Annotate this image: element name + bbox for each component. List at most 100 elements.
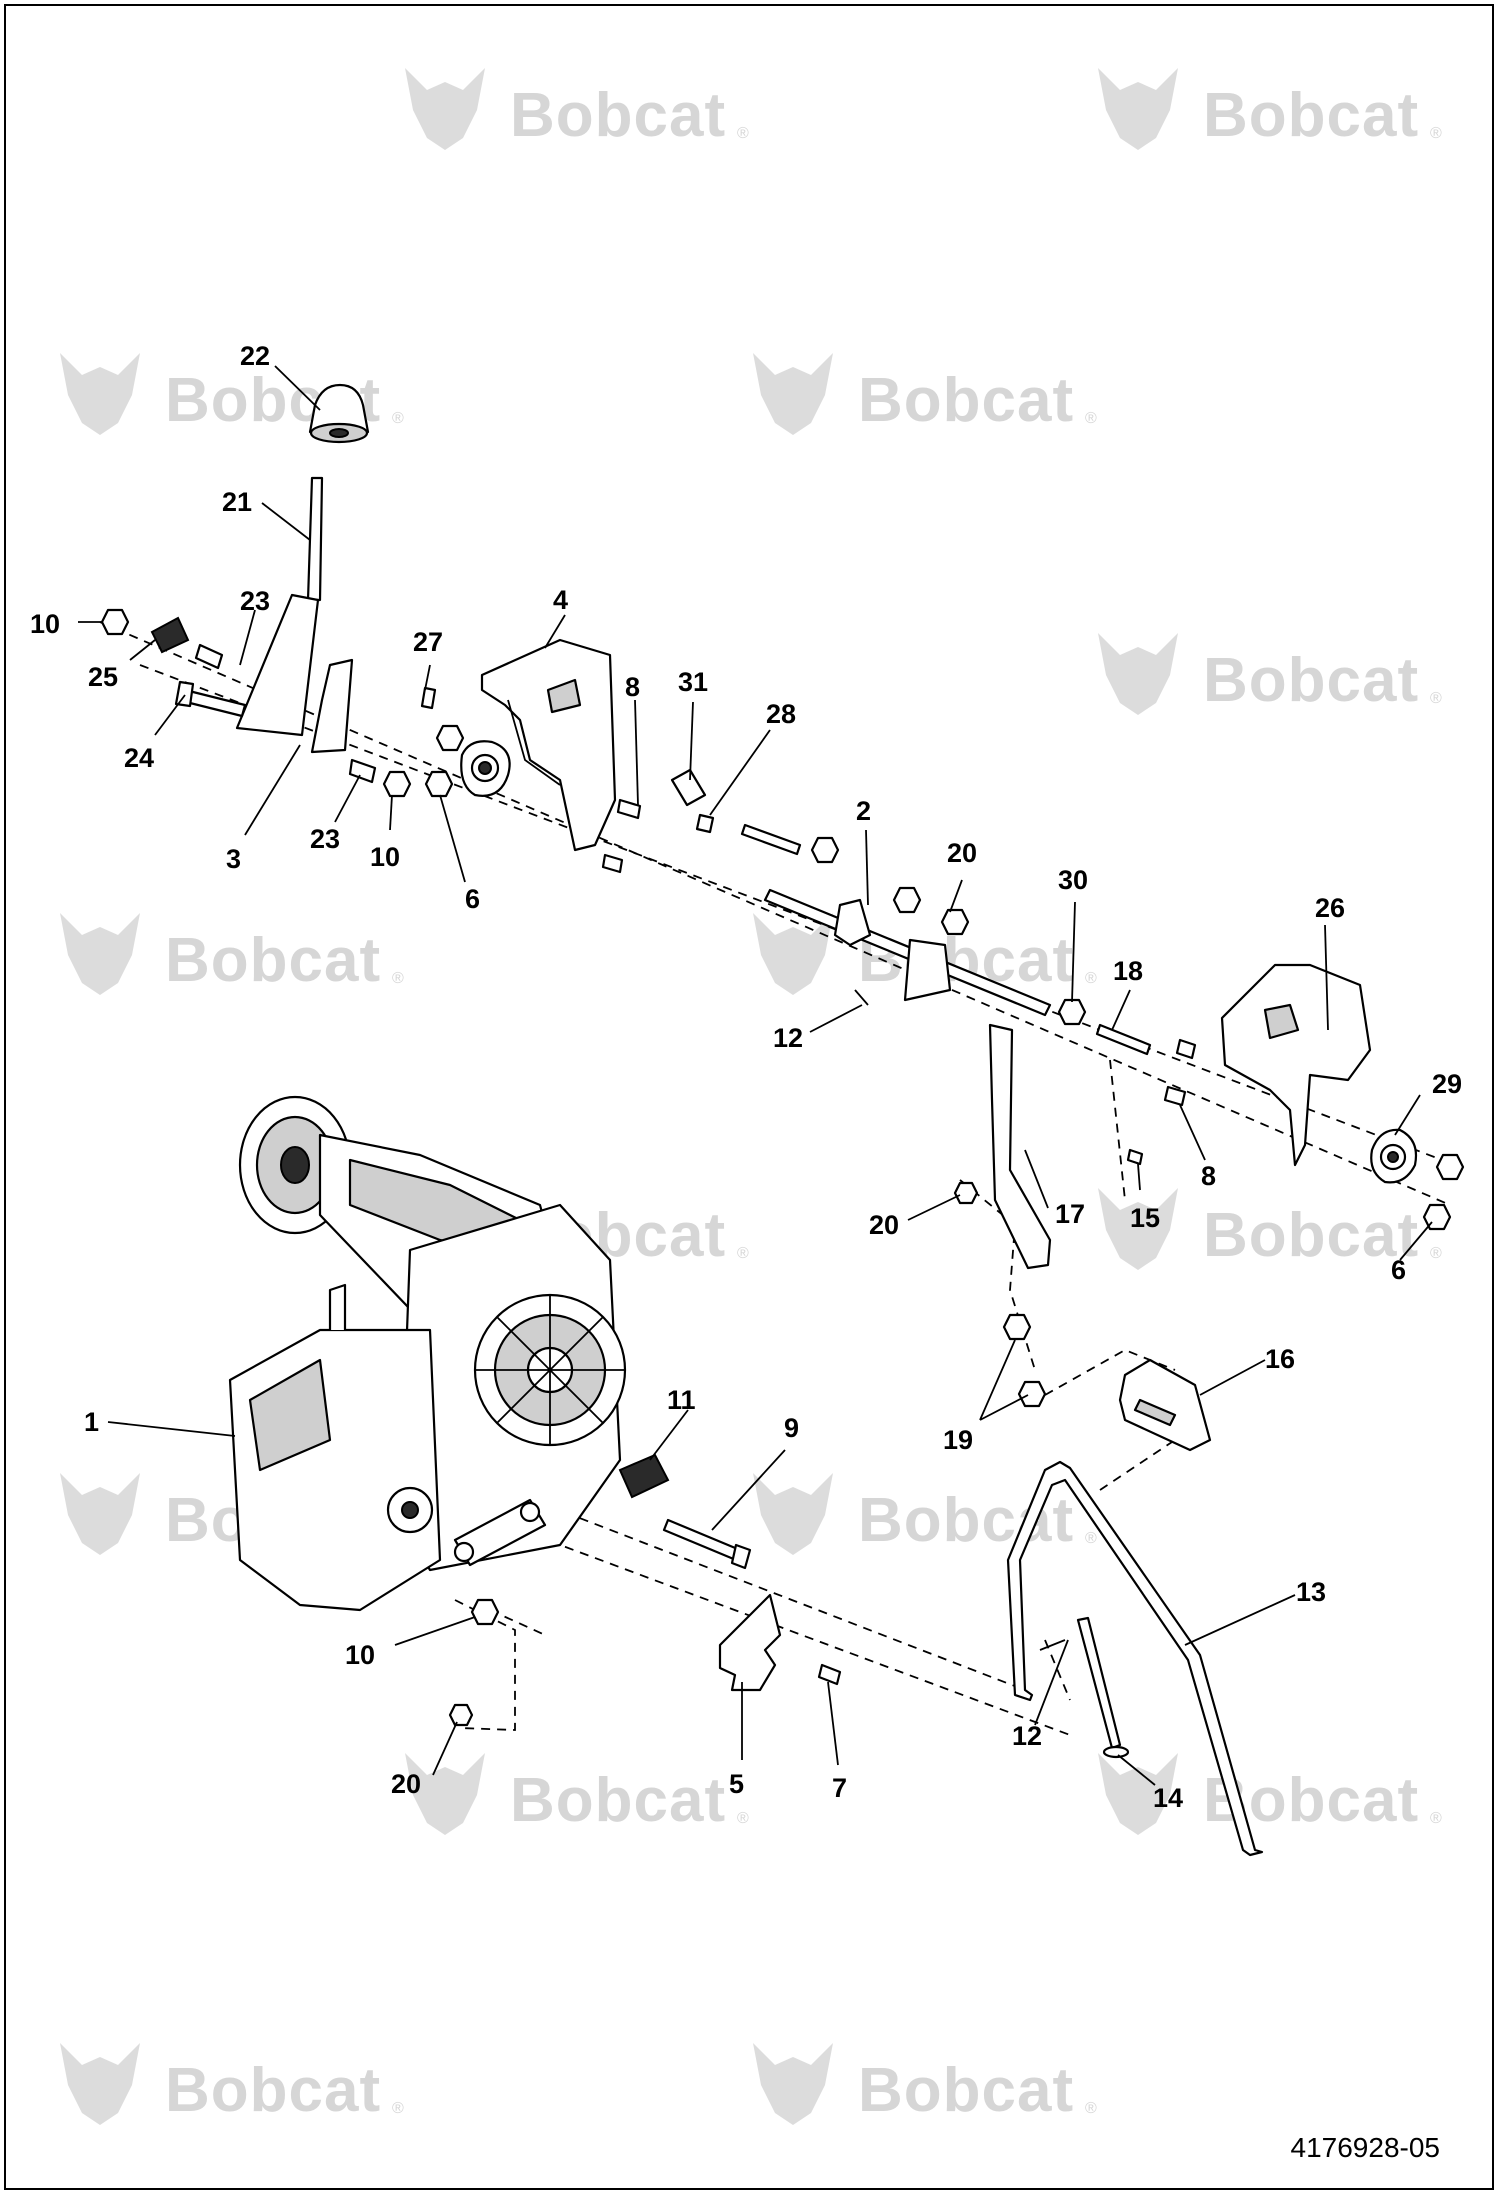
watermark-text: Bobcat — [165, 926, 381, 995]
callout-6: 6 — [1391, 1255, 1406, 1285]
watermark: Bobcat ® — [405, 1753, 749, 1835]
callout-22: 22 — [240, 341, 270, 371]
watermark-registered-mark: ® — [737, 1245, 749, 1262]
watermark-registered-mark: ® — [1430, 1810, 1442, 1827]
callout-7: 7 — [832, 1773, 847, 1803]
callout-8: 8 — [625, 672, 640, 702]
watermark-registered-mark: ® — [392, 970, 404, 987]
document-number: 4176928-05 — [1290, 2132, 1440, 2163]
callout-21: 21 — [222, 487, 252, 517]
pin-rod[interactable] — [1076, 1616, 1130, 1759]
watermark-registered-mark: ® — [737, 125, 749, 142]
bobcat-logo-icon — [60, 1473, 140, 1555]
bobcat-logo-icon — [1098, 68, 1178, 150]
flange-bearing-upper[interactable] — [460, 740, 511, 797]
callout-24: 24 — [124, 743, 154, 773]
callout-31: 31 — [678, 667, 708, 697]
callout-20: 20 — [947, 838, 977, 868]
bobcat-logo-icon — [60, 353, 140, 435]
support-bracket[interactable] — [1118, 1358, 1212, 1452]
callout-25: 25 — [88, 662, 118, 692]
watermark: Bobcat ® — [405, 68, 749, 150]
hardware[interactable] — [100, 608, 1465, 1727]
linkage-plate[interactable] — [718, 1593, 782, 1692]
leader-lines — [78, 365, 1433, 1786]
callout-15: 15 — [1130, 1203, 1160, 1233]
callout-4: 4 — [553, 585, 568, 615]
linkage-rod[interactable] — [1006, 1460, 1264, 1857]
watermark-text: Bobcat — [858, 366, 1074, 435]
callout-11: 11 — [667, 1385, 696, 1415]
callout-5: 5 — [729, 1769, 744, 1799]
watermark: Bobcat ® — [1098, 633, 1442, 715]
watermark-text: Bobcat — [1203, 646, 1419, 715]
callout-1: 1 — [84, 1407, 99, 1437]
watermark-registered-mark: ® — [1085, 1530, 1097, 1547]
callout-labels: 22 21 10 23 25 24 2 7 4 8 31 28 3 23 10 6… — [30, 341, 1462, 1813]
callout-13: 13 — [1296, 1577, 1326, 1607]
transaxle-assembly[interactable] — [228, 1095, 627, 1612]
watermark-text: Bobcat — [1203, 81, 1419, 150]
callout-23: 23 — [240, 586, 270, 616]
callout-16: 16 — [1265, 1344, 1295, 1374]
callout-12: 12 — [773, 1023, 803, 1053]
callout-29: 29 — [1432, 1069, 1462, 1099]
watermark: Bobcat ® — [60, 913, 404, 995]
watermark: Bobcat® — [1098, 1753, 1442, 1835]
watermark-registered-mark: ® — [1085, 410, 1097, 427]
callout-10: 10 — [30, 609, 60, 639]
watermark-text: Bobcat — [510, 1766, 726, 1835]
callout-10: 10 — [345, 1640, 375, 1670]
watermark-text: Bobcat — [858, 926, 1074, 995]
bobcat-logo-icon — [753, 1473, 833, 1555]
callout-20: 20 — [869, 1210, 899, 1240]
watermark-registered-mark: ® — [1430, 1245, 1442, 1262]
bobcat-logo-icon — [753, 2043, 833, 2125]
bobcat-logo-icon — [1098, 1188, 1178, 1270]
bobcat-logo-icon — [60, 913, 140, 995]
watermark: Bobcat ® — [753, 353, 1097, 435]
callout-23: 23 — [310, 824, 340, 854]
shift-lever[interactable] — [235, 476, 324, 737]
watermark-registered-mark: ® — [392, 2100, 404, 2117]
bobcat-logo-icon — [60, 2043, 140, 2125]
watermark-registered-mark: ® — [737, 1810, 749, 1827]
diagram-frame — [4, 4, 1494, 2190]
watermark-registered-mark: ® — [1430, 690, 1442, 707]
bobcat-logo-icon — [753, 353, 833, 435]
bobcat-logo-icon — [753, 913, 833, 995]
callout-10: 10 — [370, 842, 400, 872]
callout-26: 26 — [1315, 893, 1345, 923]
callout-28: 28 — [766, 699, 796, 729]
watermark-registered-mark: ® — [1085, 2100, 1097, 2117]
mounting-bracket-right[interactable] — [1220, 963, 1372, 1167]
bobcat-logo-icon — [405, 68, 485, 150]
watermark-text: Bobcat — [858, 2056, 1074, 2125]
callout-14: 14 — [1153, 1783, 1183, 1813]
callout-30: 30 — [1058, 865, 1088, 895]
callout-3: 3 — [226, 844, 241, 874]
watermark-registered-mark: ® — [1085, 970, 1097, 987]
mounting-bracket-left[interactable] — [480, 638, 617, 852]
callout-12: 12 — [1012, 1721, 1042, 1751]
callout-2: 2 — [856, 796, 871, 826]
lever-plate[interactable] — [310, 658, 354, 754]
watermark: Bobcat ® — [753, 2043, 1097, 2125]
watermark-text: Bobcat — [1203, 1201, 1419, 1270]
knob[interactable] — [308, 383, 370, 444]
watermark-text: Bobcat — [510, 81, 726, 150]
callout-8: 8 — [1201, 1161, 1216, 1191]
bobcat-logo-icon — [1098, 1753, 1178, 1835]
bobcat-logo-icon — [405, 1753, 485, 1835]
callout-9: 9 — [784, 1413, 799, 1443]
control-shaft[interactable] — [763, 888, 1052, 1017]
watermark: Bobcat® — [1098, 68, 1442, 150]
watermark-registered-mark: ® — [392, 410, 404, 427]
callout-20: 20 — [391, 1769, 421, 1799]
bolt-long[interactable] — [662, 1518, 752, 1570]
bobcat-logo-icon — [1098, 633, 1178, 715]
watermark-text: Bobcat — [165, 2056, 381, 2125]
control-arm[interactable] — [988, 1023, 1052, 1270]
flange-bearing-right[interactable] — [1370, 1128, 1418, 1184]
spring[interactable] — [618, 1453, 670, 1499]
